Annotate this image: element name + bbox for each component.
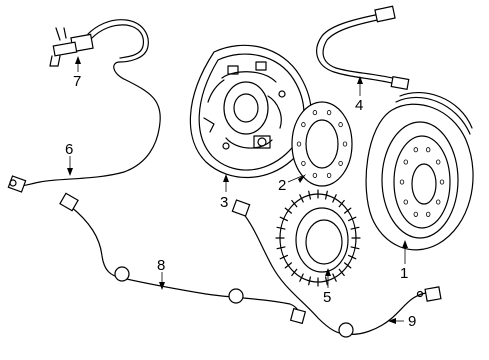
callout-6: 6 [65, 141, 73, 158]
shim-hole [342, 141, 348, 147]
shim-hole [312, 110, 318, 116]
tone-ring-tooth [338, 199, 345, 208]
sensor-wire-left [59, 192, 307, 325]
drum-stud-hole [399, 179, 405, 185]
tone-ring-tooth [344, 207, 352, 214]
callout-5: 5 [323, 289, 331, 306]
harness-connector [49, 27, 94, 67]
callout-7: 7 [73, 73, 81, 90]
callout-labels: 1 2 3 4 5 6 7 8 9 [65, 73, 416, 330]
tone-ring-tooth [276, 226, 286, 230]
tone-ring-tooth [325, 190, 328, 200]
tone-ring-tooth [299, 273, 304, 282]
tone-ring-tooth [279, 216, 288, 222]
tone-ring-tooth [276, 246, 286, 250]
tone-ring-tooth [338, 268, 345, 277]
drum-stud-hole [403, 199, 408, 205]
tone-ring-tooth [291, 268, 298, 277]
drum-stud-hole [413, 147, 418, 153]
tone-ring-tooth [284, 207, 292, 214]
drum-stud-hole [436, 159, 441, 165]
tone-ring-tooth [350, 226, 360, 230]
leader-lines [67, 56, 408, 324]
brake-drum [365, 92, 474, 251]
drum-stud-hole [426, 147, 431, 153]
tone-ring-tooth [291, 199, 298, 208]
tone-ring-tooth [332, 273, 337, 282]
drum-stud-hole [426, 211, 431, 217]
tone-ring-tooth [348, 216, 357, 222]
callout-4: 4 [355, 97, 363, 114]
callout-1: 1 [400, 265, 408, 282]
drum-stud-hole [413, 211, 418, 217]
brake-line-hose [316, 5, 410, 91]
abs-tone-ring [275, 189, 361, 287]
callout-9: 9 [408, 313, 416, 330]
tone-ring-tooth [332, 194, 337, 203]
shim-hole [301, 122, 306, 128]
brake-backing-plate [189, 44, 312, 179]
drum-stud-hole [439, 179, 445, 185]
speed-sensor-head [7, 175, 27, 193]
shim-hole [338, 160, 343, 166]
shim-hole [338, 122, 343, 128]
tone-ring-tooth [308, 190, 311, 200]
tone-ring-tooth [284, 262, 292, 269]
shim-hole [326, 172, 332, 178]
tone-ring-tooth [299, 194, 304, 203]
tone-ring-tooth [279, 254, 288, 260]
callout-2: 2 [278, 177, 286, 194]
sensor-wire-right [231, 199, 442, 338]
tone-ring-tooth [325, 276, 328, 286]
shim-hole [296, 141, 302, 147]
tone-ring-tooth [350, 246, 360, 250]
shim-hole [301, 160, 306, 166]
tone-ring-tooth [308, 276, 311, 286]
callout-8: 8 [157, 257, 165, 274]
shim-hole [326, 110, 332, 116]
shim-hole [312, 172, 318, 178]
speed-sensor-harness [7, 19, 161, 193]
hub-shim-ring [291, 101, 353, 187]
drum-stud-hole [403, 159, 408, 165]
drum-stud-hole [436, 199, 441, 205]
tone-ring-tooth [344, 262, 352, 269]
callout-3: 3 [220, 194, 228, 211]
tone-ring-tooth [348, 254, 357, 260]
